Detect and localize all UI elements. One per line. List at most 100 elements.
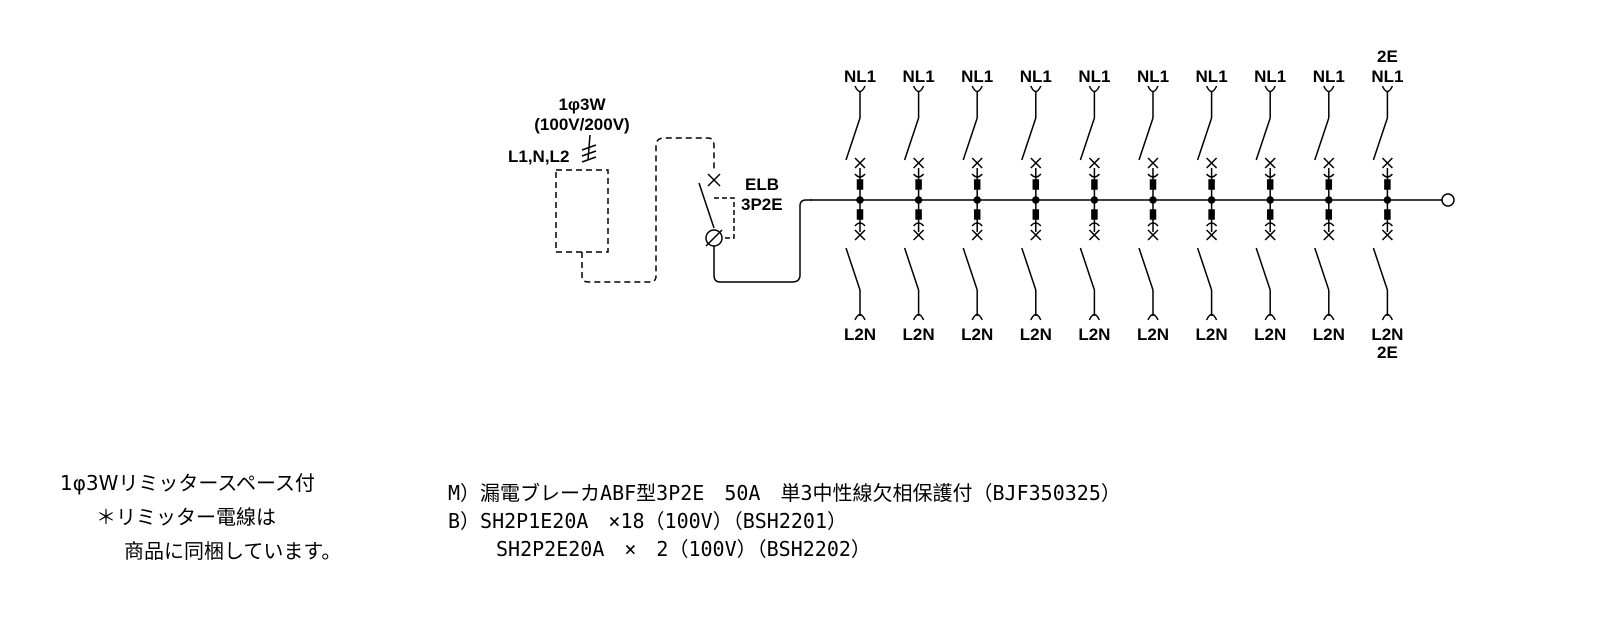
elb-poles: 3P2E xyxy=(741,195,783,214)
bottom-switch-blade xyxy=(845,247,861,291)
bottom-contact-x xyxy=(854,229,866,241)
busbar-junction xyxy=(1325,196,1333,204)
branch-top-label: NL1 xyxy=(844,67,876,86)
supply-voltage-label: (100V/200V) xyxy=(534,115,629,134)
top-terminal xyxy=(1205,85,1218,93)
bottom-fuse-body xyxy=(1091,209,1098,220)
top-terminal xyxy=(1147,85,1159,93)
bottom-terminal xyxy=(1147,313,1159,321)
bottom-fuse-arc xyxy=(1030,222,1042,227)
busbar-junction xyxy=(1383,196,1392,204)
branch-top-label: NL1 xyxy=(1371,67,1403,86)
branch-top-label: NL1 xyxy=(1196,67,1228,86)
top-fuse-arc xyxy=(1147,173,1159,178)
top-fuse-arc xyxy=(1323,173,1335,178)
bottom-fuse-body xyxy=(915,209,922,220)
top-fuse-body xyxy=(1384,179,1391,190)
busbar-junction xyxy=(856,196,864,204)
top-terminal xyxy=(1030,85,1042,93)
spec-main-breaker: M）漏電ブレーカABF型3P2E 50A 単3中性線欠相保護付（BJF35032… xyxy=(448,481,1121,505)
top-fuse-body xyxy=(1091,179,1098,190)
bottom-contact-x xyxy=(1088,229,1100,241)
bottom-terminal xyxy=(1030,313,1042,321)
branch-top-label: NL1 xyxy=(1313,67,1345,86)
bottom-contact-x xyxy=(1381,229,1393,241)
top-fuse-arc xyxy=(854,173,866,178)
busbar-terminal xyxy=(1441,193,1455,207)
top-switch-blade xyxy=(1021,117,1037,161)
top-terminal xyxy=(1381,85,1394,93)
three-wire-mark-icon xyxy=(581,144,597,163)
top-contact-x xyxy=(1088,157,1100,169)
top-switch-blade xyxy=(962,117,978,161)
bottom-fuse-arc xyxy=(1147,222,1159,227)
bottom-fuse-arc xyxy=(854,222,866,227)
top-fuse-arc xyxy=(1030,173,1042,178)
elb-breaker xyxy=(698,173,812,283)
note-limiter-wire: ＊リミッター電線は xyxy=(96,505,276,529)
top-fuse-body xyxy=(973,179,981,190)
bottom-terminal xyxy=(1323,313,1335,321)
branch-top-label: NL1 xyxy=(961,67,993,86)
branch-top-label: NL1 xyxy=(903,67,935,86)
branch-bottom-label: L2N xyxy=(1313,325,1345,344)
top-fuse-arc xyxy=(1088,173,1100,178)
branch-bottom-label: L2N xyxy=(1254,325,1286,344)
top-fuse-arc xyxy=(1381,173,1393,178)
branch-bottom-label: L2N xyxy=(1078,325,1110,344)
bottom-switch-blade xyxy=(1021,247,1037,291)
top-fuse-arc xyxy=(1264,173,1276,178)
bottom-contact-x xyxy=(1147,229,1159,241)
bottom-terminal xyxy=(1381,313,1394,321)
branch-bottom-label: L2N xyxy=(1020,325,1052,344)
top-switch-blade xyxy=(903,117,920,161)
top-switch-blade xyxy=(1372,117,1389,161)
branch-top-label: NL1 xyxy=(1137,67,1169,86)
top-terminal xyxy=(1323,85,1335,93)
bottom-fuse-arc xyxy=(1323,222,1335,227)
bottom-fuse-arc xyxy=(1206,222,1218,227)
top-switch-blade xyxy=(1196,117,1213,161)
busbar-junction xyxy=(1090,196,1099,204)
top-contact-x xyxy=(1381,157,1393,169)
top-contact-x xyxy=(1030,157,1042,169)
branch-top-label: NL1 xyxy=(1254,67,1286,86)
bottom-contact-x xyxy=(913,229,925,241)
bottom-switch-blade xyxy=(962,247,978,291)
busbar-junction xyxy=(914,196,923,204)
top-switch-blade xyxy=(1314,117,1330,161)
branch-top-label: NL1 xyxy=(1020,67,1052,86)
note-limiter-space: 1φ3Wリミッタースペース付 xyxy=(60,471,315,495)
limiter-space-box xyxy=(555,169,609,253)
bottom-contact-x xyxy=(971,229,983,241)
top-terminal xyxy=(1264,85,1276,93)
spec-branch-2: SH2P2E20A × 2（100V）（BSH2202） xyxy=(496,537,871,561)
top-fuse-arc xyxy=(971,173,983,178)
branch-top-extra-label: 2E xyxy=(1377,47,1398,66)
top-contact-x xyxy=(1147,157,1159,169)
bottom-fuse-arc xyxy=(971,222,983,227)
bottom-contact-x xyxy=(1323,229,1335,241)
branch-bottom-label: L2N xyxy=(903,325,935,344)
branch-bottom-label: L2N xyxy=(844,325,876,344)
bottom-contact-x xyxy=(1264,229,1276,241)
bottom-contact-x xyxy=(1206,229,1218,241)
limiter-wire xyxy=(581,137,715,283)
top-fuse-body xyxy=(1266,179,1274,190)
bottom-terminal xyxy=(1264,313,1276,321)
bottom-terminal xyxy=(971,313,983,321)
branch-bottom-extra-label: 2E xyxy=(1377,343,1398,362)
bottom-switch-blade xyxy=(1079,247,1096,291)
bottom-fuse-arc xyxy=(1264,222,1276,227)
bottom-fuse-arc xyxy=(1381,222,1393,227)
note-bundled: 商品に同梱しています。 xyxy=(124,539,341,563)
spec-branch-1: B）SH2P1E20A ×18（100V）（BSH2201） xyxy=(448,509,847,533)
top-terminal xyxy=(912,85,925,93)
